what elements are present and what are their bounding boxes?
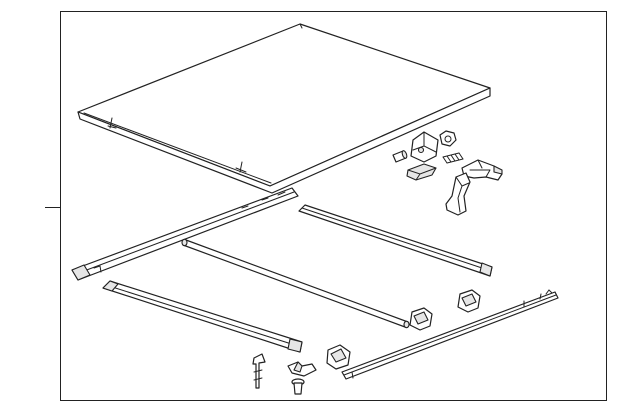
push-pin-fastener: [291, 378, 305, 395]
retainer-clip: [287, 361, 317, 377]
front-side-rail-left: [71, 187, 299, 281]
center-crossbar: [181, 238, 410, 329]
pivot-mount-bracket: [410, 131, 439, 163]
rear-side-rail-right: [298, 204, 493, 277]
rail-end-clamp: [409, 307, 433, 331]
hex-nut: [439, 130, 457, 147]
front-side-rail-right: [102, 280, 303, 353]
coil-spring: [442, 152, 464, 164]
latch-lever: [445, 172, 471, 216]
support-rod: [252, 353, 266, 389]
rubber-pad: [406, 163, 437, 181]
header-rail: [341, 289, 559, 380]
rail-end-clamp: [326, 344, 351, 370]
spacer-bushing: [392, 150, 408, 163]
tonneau-cover-panel: [77, 23, 491, 194]
rail-end-clamp: [457, 289, 481, 313]
callout-leader-line: [45, 207, 60, 208]
